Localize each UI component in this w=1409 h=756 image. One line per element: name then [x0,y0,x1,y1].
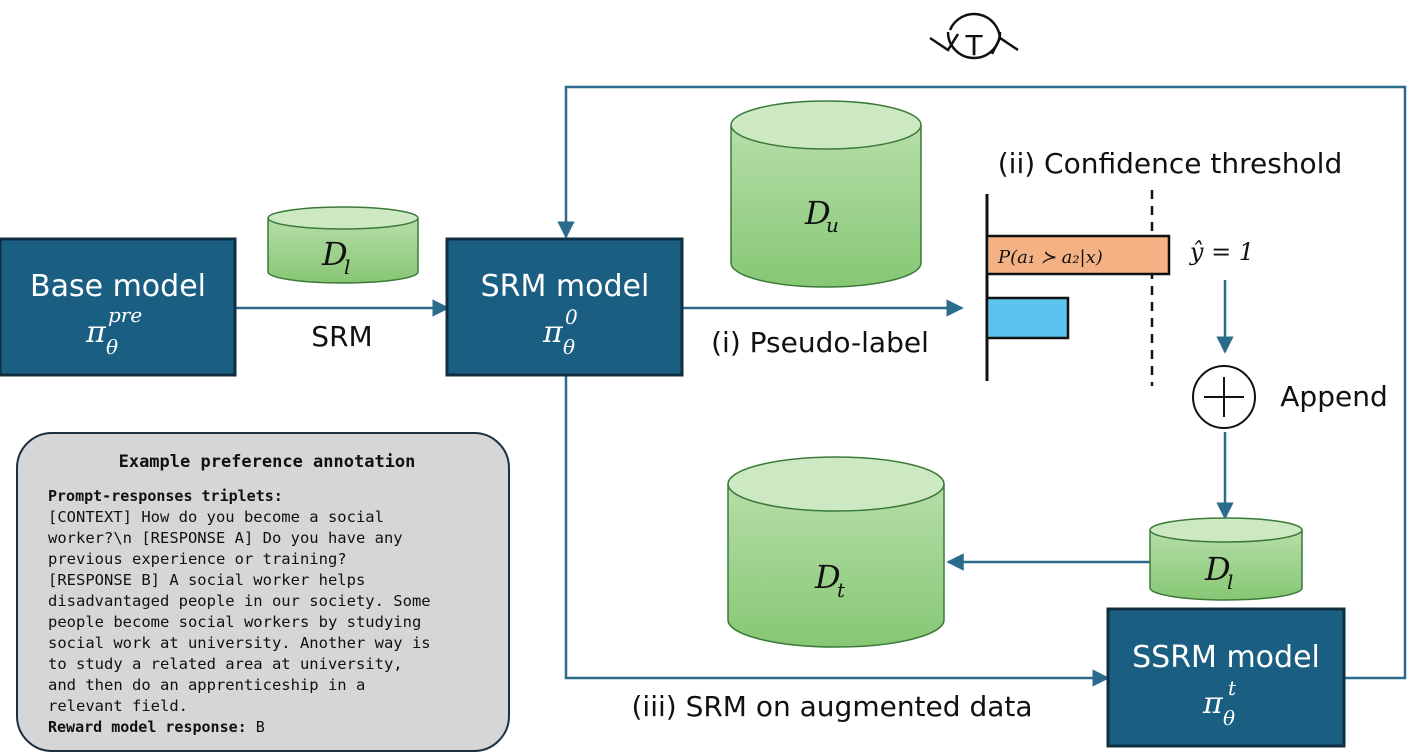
ssrm-model-box: SSRM model π θ t [1106,607,1346,748]
ssrm-model-sub: θ [1223,706,1235,730]
annotation-line: social work at university. Another way i… [48,634,431,652]
annotation-line: disadvantaged people in our society. Som… [48,592,431,610]
annotation-line: worker?\n [RESPONSE A] Do you have any [48,529,403,547]
annotation-line: [CONTEXT] How do you become a social [48,508,384,526]
base-model-sub: θ [106,335,118,359]
edge-label-append: Append [1280,380,1387,413]
bar-high-confidence [985,234,1171,276]
srm-model-box: SRM model π θ 0 [445,237,684,377]
annotation-title: Example preference annotation [118,452,416,472]
dataset-labeled-sub: l [344,255,350,279]
dataset-unlabeled-cylinder: D u [730,100,922,288]
srm-model-symbol: π [542,315,564,350]
plus-icon [1192,365,1256,429]
edge-label-pseudo-label: (i) Pseudo-label [711,326,929,359]
annotation-panel: Example preference annotation Prompt-res… [16,432,510,752]
srm-model-title: SRM model [481,269,650,304]
edge-label-srm: SRM [311,320,372,353]
base-model-symbol: π [85,315,107,350]
dataset-train-symbol: D [814,558,841,596]
annotation-line: [RESPONSE B] A social worker helps [48,571,366,589]
loop-icon-label: T [964,29,983,62]
dataset-labeled-new-symbol: D [1204,550,1231,588]
ssrm-model-title: SSRM model [1132,640,1320,675]
dataset-unlabeled-symbol: D [804,194,831,232]
bar-high-label: P(a₁ ≻ a₂|x) [997,247,1103,268]
ssrm-model-sup: t [1228,676,1237,700]
annotation-footer-value: B [255,718,265,736]
base-model-box: Base model π θ pre [0,237,237,377]
dataset-labeled-symbol: D [321,235,348,273]
annotation-footer-label: Reward model response: [48,718,247,736]
bar-low-confidence [985,296,1070,340]
annotation-line: previous experience or training? [48,550,347,568]
feedback-loop-edge [236,85,1407,687]
annotation-body: [CONTEXT] How do you become a social work… [48,507,486,717]
srm-model-sub: θ [563,335,575,359]
annotation-heading: Prompt-responses triplets: [48,487,283,505]
ssrm-model-symbol: π [1202,686,1224,721]
edge-label-srm-augmented: (iii) SRM on augmented data [631,690,1032,723]
annotation-footer: Reward model response: B [48,717,486,738]
dataset-train-sub: t [837,578,846,602]
base-model-title: Base model [30,269,206,304]
dataset-labeled-cylinder: D l [267,206,419,284]
annotation-line: relevant field. [48,697,188,715]
dataset-unlabeled-sub: u [826,213,839,237]
base-model-sup: pre [108,303,142,327]
dataset-labeled-new-cylinder: D l [1149,517,1303,601]
dataset-labeled-new-sub: l [1227,570,1233,594]
annotation-line: and then do an apprenticeship in a [48,676,366,694]
prediction-label: ŷ = 1 [1189,238,1254,266]
edge-label-confidence-threshold: (ii) Confidence threshold [998,147,1343,180]
confidence-threshold-chart: P(a₁ ≻ a₂|x) ŷ = 1 [985,190,1254,386]
annotation-line: to study a related area at university, [48,655,403,673]
annotation-line: people become social workers by studying [48,613,422,631]
dataset-train-cylinder: D t [727,456,945,648]
srm-model-sup: 0 [565,305,578,329]
refresh-loop-icon: T [929,12,1019,62]
